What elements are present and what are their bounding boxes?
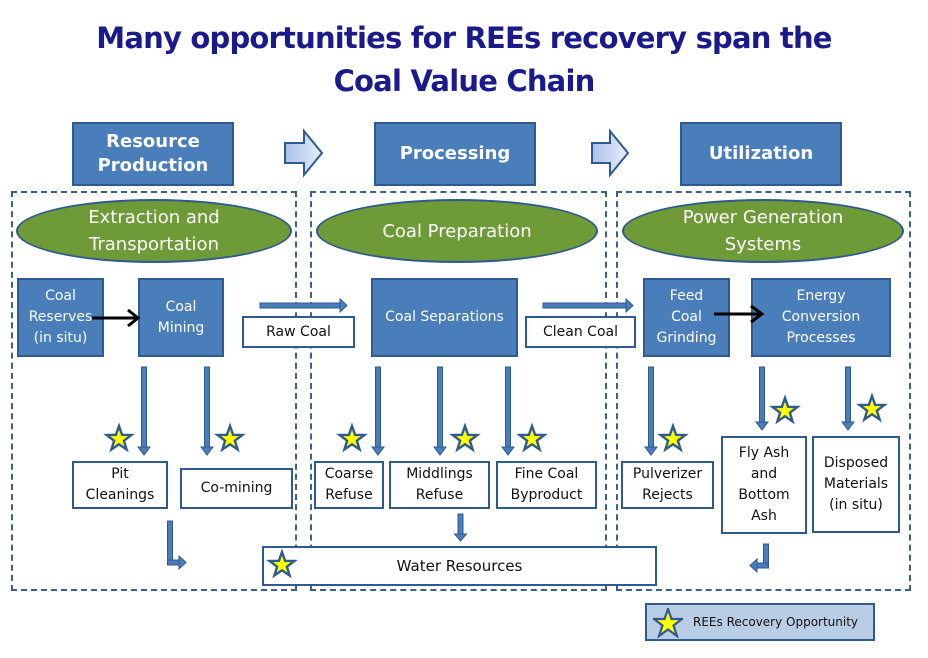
box-energy-conversion: Energy Conversion Processes	[751, 278, 891, 357]
output-coarse-refuse: Coarse Refuse	[314, 461, 384, 509]
box-coal-separations: Coal Separations	[371, 278, 518, 357]
block-arrow-icon-2	[591, 128, 630, 178]
ellipse-extraction-transportation: Extraction and Transportation	[16, 199, 292, 263]
ellipse-coal-preparation: Coal Preparation	[316, 199, 598, 263]
title-line-2: Coal Value Chain	[333, 64, 596, 98]
output-pit-cleanings: Pit Cleanings	[72, 461, 168, 509]
output-pulverizer-rejects: Pulverizer Rejects	[621, 461, 714, 509]
flow-label-clean-coal: Clean Coal	[525, 316, 636, 348]
legend: REEs Recovery Opportunity	[645, 603, 875, 641]
block-arrow-icon-1	[284, 128, 324, 178]
output-fly-ash-bottom-ash: Fly Ash and Bottom Ash	[721, 436, 807, 534]
zone-extraction	[11, 191, 297, 591]
stage-processing: Processing	[374, 122, 536, 186]
box-coal-reserves: Coal Reserves (in situ)	[17, 278, 104, 357]
stage-utilization: Utilization	[680, 122, 842, 186]
star-icon	[653, 608, 683, 638]
output-fine-coal-byproduct: Fine Coal Byproduct	[496, 461, 597, 509]
ellipse-power-generation: Power Generation Systems	[622, 199, 904, 263]
output-co-mining: Co-mining	[180, 468, 293, 509]
box-coal-mining: Coal Mining	[138, 278, 224, 357]
output-disposed-materials: Disposed Materials (in situ)	[812, 436, 900, 533]
title-line-1: Many opportunities for REEs recovery spa…	[96, 21, 832, 55]
legend-label: REEs Recovery Opportunity	[693, 615, 859, 629]
zone-power-generation	[616, 191, 911, 591]
output-water-resources: Water Resources	[262, 546, 657, 586]
box-feed-coal-grinding: Feed Coal Grinding	[643, 278, 730, 357]
stage-resource-production: Resource Production	[72, 122, 234, 186]
output-middlings-refuse: Middlings Refuse	[389, 461, 490, 509]
flow-label-raw-coal: Raw Coal	[242, 316, 355, 348]
zone-coal-preparation	[310, 191, 607, 591]
